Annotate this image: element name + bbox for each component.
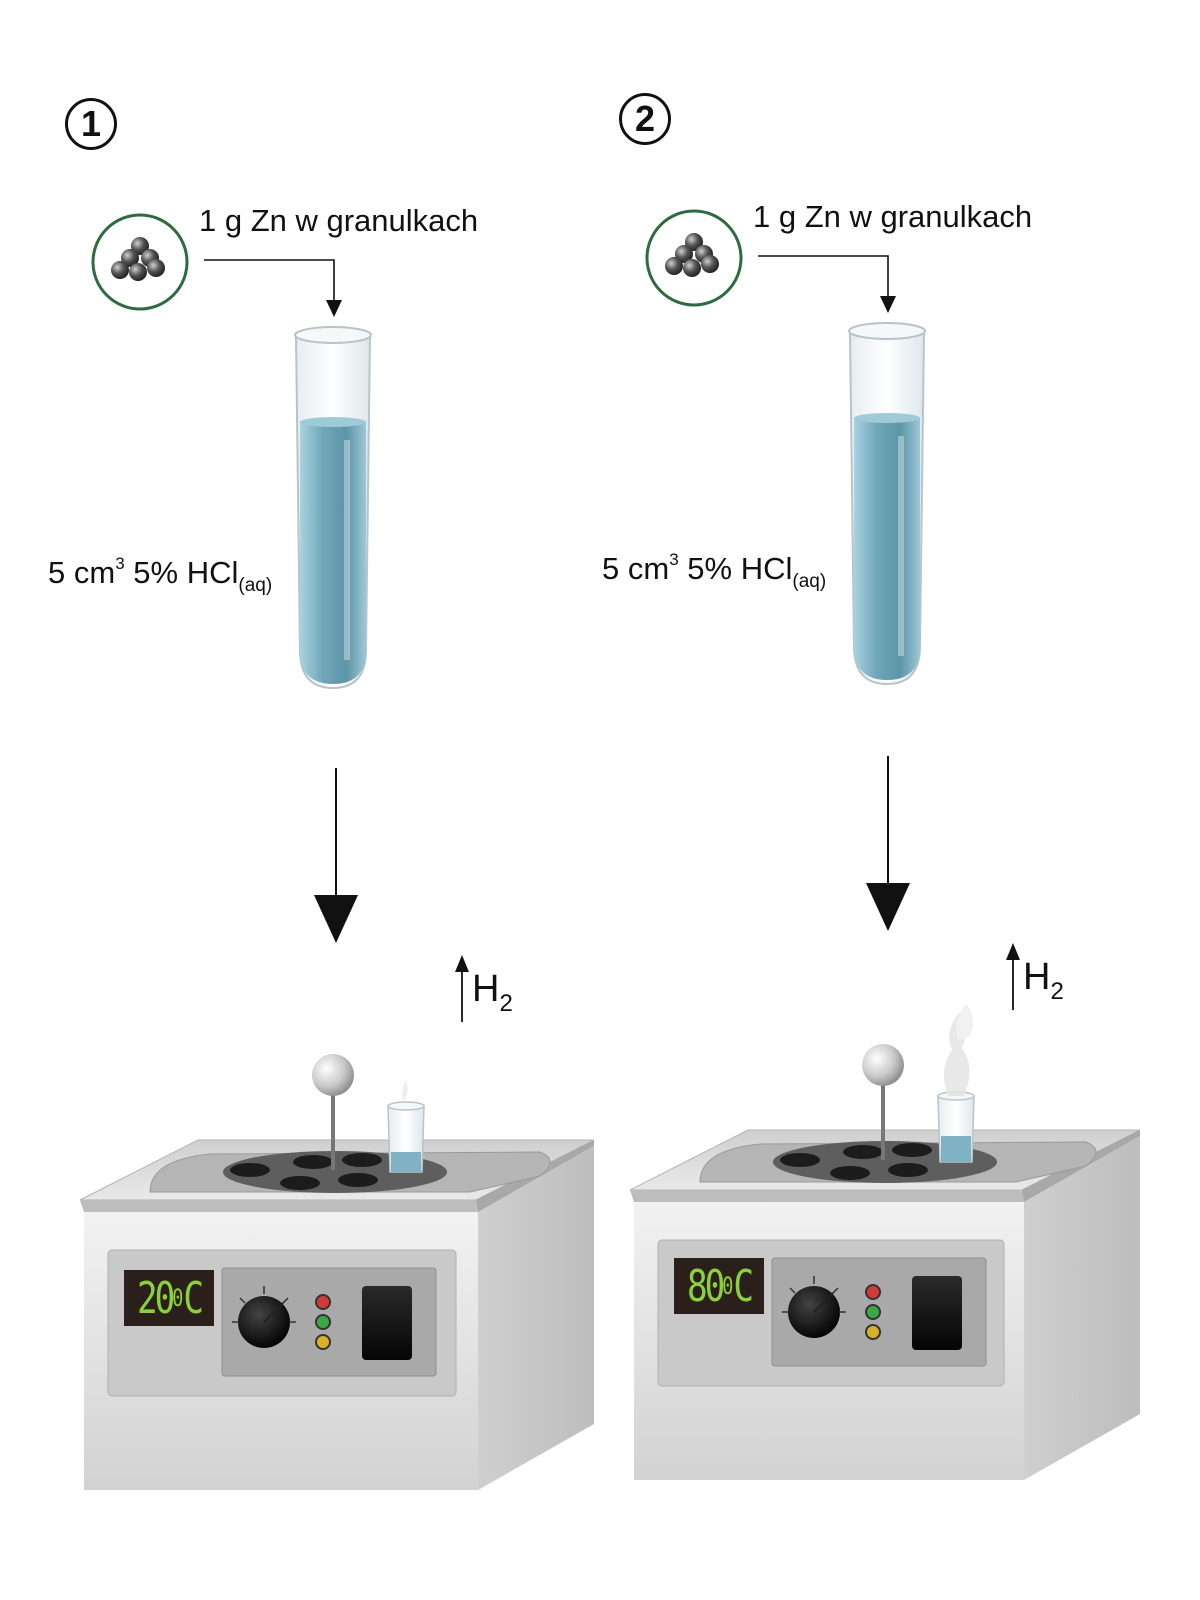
gas-label: H2 bbox=[472, 968, 513, 1018]
gas-subscript: 2 bbox=[499, 990, 513, 1017]
panel-2 bbox=[629, 209, 1141, 1480]
panel-number-text: 2 bbox=[634, 98, 656, 139]
acid-state: (aq) bbox=[238, 575, 273, 596]
gas-escape-arrow bbox=[1006, 943, 1020, 1010]
gas-subscript: 2 bbox=[1050, 978, 1064, 1005]
acid-label: 5 cm3 5% HCl(aq) bbox=[48, 554, 272, 597]
acid-concentration: 5% HCl bbox=[687, 551, 793, 586]
acid-volume: 5 cm bbox=[602, 551, 670, 586]
temperature-knob[interactable] bbox=[232, 1286, 296, 1348]
gas-plume bbox=[943, 1004, 974, 1096]
temperature-unit: C bbox=[183, 1272, 204, 1324]
red-led bbox=[315, 1294, 331, 1310]
gas-symbol: H bbox=[1023, 956, 1051, 998]
yellow-led bbox=[315, 1334, 331, 1350]
water-bath bbox=[629, 1004, 1141, 1480]
temperature-degree: 0 bbox=[172, 1284, 184, 1312]
water-bath bbox=[79, 1054, 595, 1490]
zinc-granules-icon bbox=[91, 213, 189, 311]
test-tube bbox=[294, 326, 372, 690]
acid-volume-exponent: 3 bbox=[669, 550, 679, 569]
gas-escape-arrow bbox=[455, 955, 469, 1022]
process-arrow bbox=[314, 768, 358, 943]
zinc-label: 1 g Zn w granulkach bbox=[199, 203, 479, 238]
acid-volume: 5 cm bbox=[48, 555, 116, 590]
process-arrow bbox=[866, 756, 910, 931]
panel-number-text: 1 bbox=[80, 103, 102, 144]
zinc-granules-icon bbox=[645, 209, 743, 307]
acid-label: 5 cm3 5% HCl(aq) bbox=[602, 550, 826, 593]
temperature-knob[interactable] bbox=[782, 1276, 846, 1338]
test-tube bbox=[848, 322, 926, 686]
acid-concentration: 5% HCl bbox=[133, 555, 239, 590]
zinc-label: 1 g Zn w granulkach bbox=[753, 199, 1033, 234]
temperature-degree: 0 bbox=[722, 1272, 734, 1300]
zinc-addition-arrow bbox=[204, 259, 342, 317]
gas-label: H2 bbox=[1023, 956, 1064, 1006]
power-switch[interactable] bbox=[912, 1276, 962, 1350]
acid-volume-exponent: 3 bbox=[115, 554, 125, 573]
temperature-value: 80 bbox=[687, 1260, 725, 1312]
panel-number: 2 bbox=[619, 93, 671, 145]
gas-symbol: H bbox=[472, 968, 500, 1010]
acid-state: (aq) bbox=[792, 571, 827, 592]
panel-number: 1 bbox=[65, 98, 117, 150]
green-led bbox=[865, 1304, 881, 1320]
green-led bbox=[315, 1314, 331, 1330]
zinc-addition-arrow bbox=[758, 255, 896, 313]
panel-1 bbox=[79, 213, 595, 1490]
yellow-led bbox=[865, 1324, 881, 1340]
temperature-unit: C bbox=[733, 1260, 754, 1312]
temperature-value: 20 bbox=[137, 1272, 175, 1324]
power-switch[interactable] bbox=[362, 1286, 412, 1360]
red-led bbox=[865, 1284, 881, 1300]
